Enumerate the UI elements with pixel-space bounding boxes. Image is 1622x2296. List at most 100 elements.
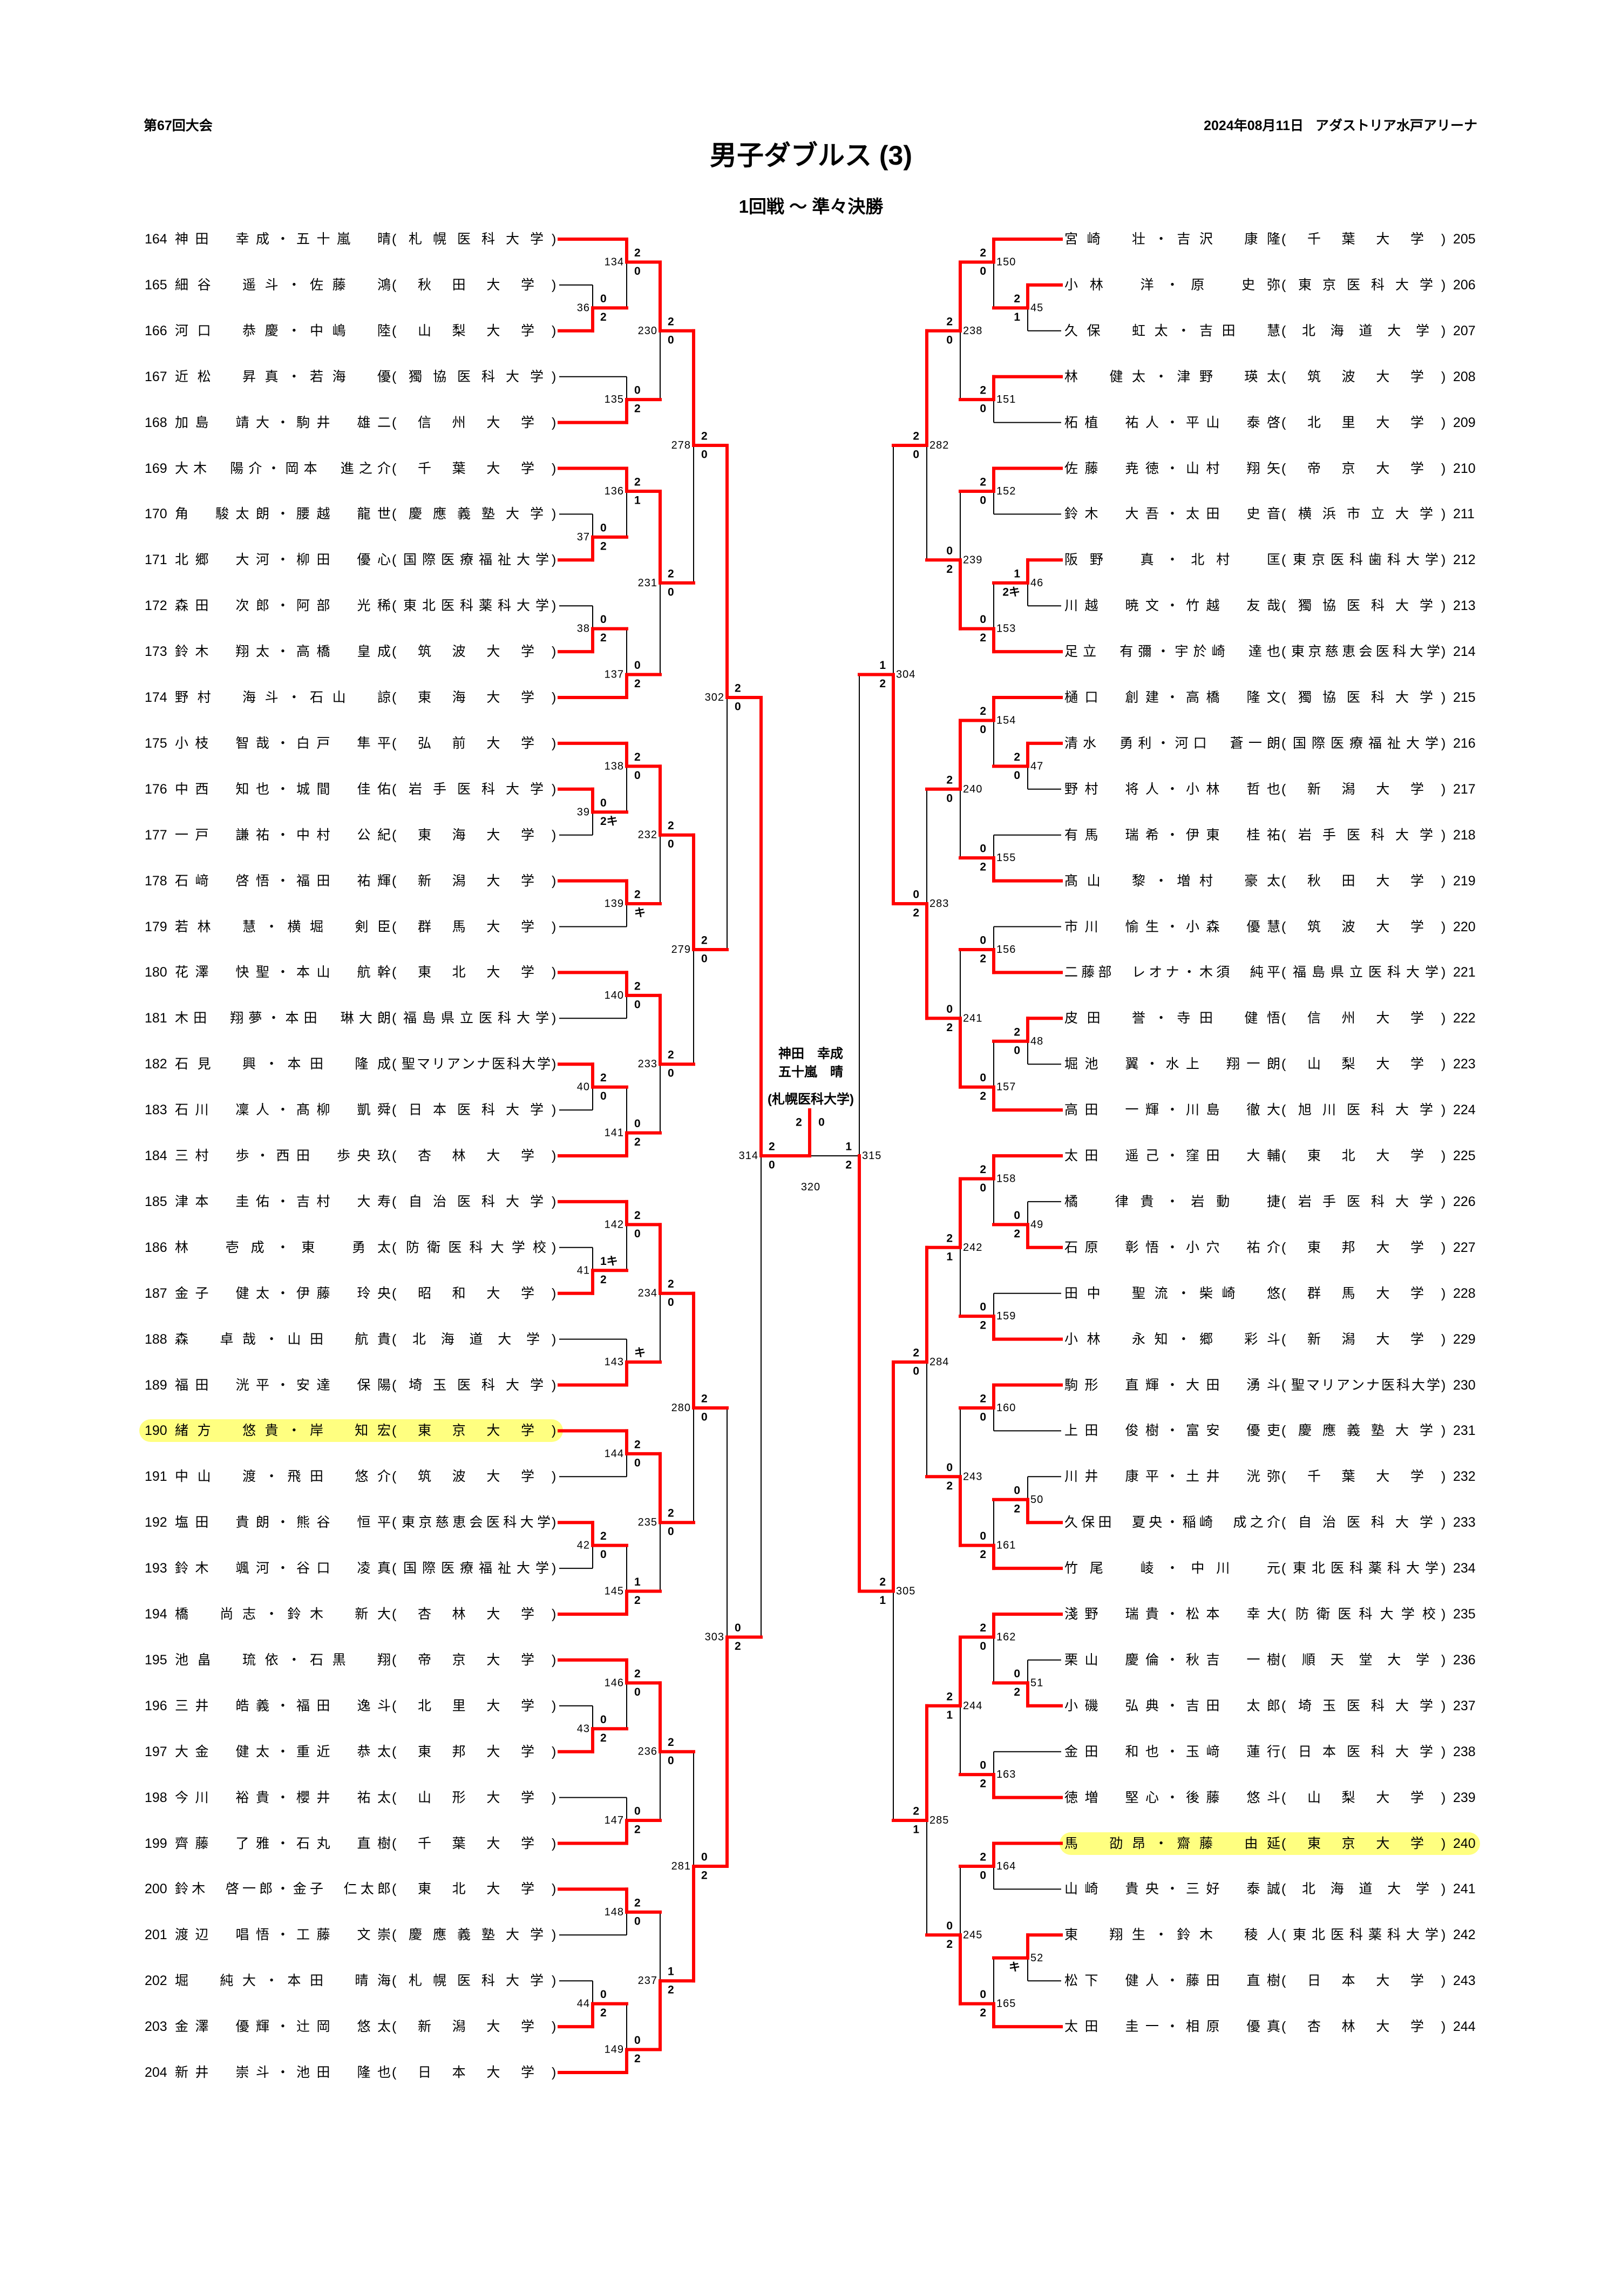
player-pair: 林 壱成・東 勇太 bbox=[175, 1237, 391, 1258]
match-score-top: 0 bbox=[980, 1988, 986, 2001]
player-1-name: 石見 興 bbox=[175, 1056, 265, 1072]
match-number: 160 bbox=[996, 1402, 1016, 1414]
match-number: 234 bbox=[638, 1288, 657, 1299]
paren-open-text: ( bbox=[392, 919, 397, 934]
final-character: 学 bbox=[521, 1652, 535, 1668]
entry-number: 168 bbox=[145, 412, 173, 434]
match-score-bottom: 0 bbox=[668, 838, 674, 850]
player-1-name: 木田 翔夢 bbox=[175, 1011, 267, 1026]
player-names: 塩田 貴朗・熊谷 恒平 bbox=[175, 1512, 391, 1533]
entry-number: 176 bbox=[145, 778, 173, 800]
university: 岩手医科大学 bbox=[401, 778, 552, 800]
match-number: 49 bbox=[1030, 1218, 1043, 1230]
match-number: 245 bbox=[963, 1929, 982, 1941]
champion-player-2: 五十嵐 晴 bbox=[778, 1065, 843, 1080]
match-score-top: 1 bbox=[634, 1576, 641, 1588]
paren-close-text: ) bbox=[552, 1377, 556, 1393]
match-number: 142 bbox=[605, 1218, 624, 1230]
match-score-top: 2 bbox=[913, 1805, 919, 1818]
final-character: 諒 bbox=[377, 690, 391, 705]
entry-number-text: 168 bbox=[145, 415, 167, 430]
match-score-bottom: 0 bbox=[668, 1526, 674, 1538]
entry-number-text: 166 bbox=[145, 323, 167, 338]
final-character: 学 bbox=[535, 552, 549, 568]
pair-separator: ・ bbox=[276, 735, 296, 751]
paren-close-text: ) bbox=[552, 965, 556, 980]
university-name: 山梨大学 bbox=[418, 323, 535, 338]
pair-separator: ・ bbox=[287, 690, 310, 705]
paren-open-text: ( bbox=[392, 1652, 397, 1668]
player-names: 大木 陽介・岡本 進之介 bbox=[175, 458, 391, 479]
match-score-bottom: 2 bbox=[634, 403, 641, 415]
player-pair: 橋 尚志・鈴木 新大 bbox=[175, 1603, 391, 1625]
player-1-name: 河口 恭慶 bbox=[175, 323, 288, 338]
match-score-bottom: 2 bbox=[634, 2053, 641, 2065]
paren-open: ( bbox=[392, 1512, 399, 1533]
match-number: 303 bbox=[705, 1631, 724, 1643]
university: 筑波大学 bbox=[401, 1466, 552, 1487]
match-score-bottom: 2 bbox=[1014, 1502, 1020, 1515]
match-score-top: 0 bbox=[946, 1920, 953, 1932]
match-number: 47 bbox=[1030, 760, 1043, 772]
final-character: 学 bbox=[521, 735, 535, 751]
paren-close-text: ) bbox=[552, 827, 556, 843]
pair-separator: ・ bbox=[264, 1469, 288, 1485]
match-number: 147 bbox=[605, 1814, 624, 1826]
paren-close: ) bbox=[552, 274, 559, 296]
page-title: 男子ダブルス (3) bbox=[710, 140, 912, 171]
match-score-top: 2 bbox=[980, 1851, 986, 1863]
match-score-bottom: 2 bbox=[600, 632, 607, 644]
player-names: 細谷 遥斗・佐藤 鴻 bbox=[175, 274, 391, 296]
entry-number-text: 188 bbox=[145, 1331, 167, 1347]
paren-open-text: ( bbox=[392, 644, 397, 660]
university-name: 日本医科大学 bbox=[409, 1102, 544, 1118]
final-character: 介 bbox=[377, 1469, 391, 1485]
player-2-name: 本田 琳大朗 bbox=[285, 1011, 391, 1026]
paren-close: ) bbox=[552, 778, 559, 800]
paren-open-text: ( bbox=[392, 277, 397, 293]
match-number: 159 bbox=[996, 1310, 1016, 1322]
match-number: 153 bbox=[996, 623, 1016, 635]
paren-open: ( bbox=[392, 1145, 399, 1167]
match-score-top: 2 bbox=[913, 430, 919, 443]
match-score-bottom: 2 bbox=[600, 2007, 607, 2019]
player-1-name: 若林 慧 bbox=[175, 919, 265, 934]
match-score-bottom: 0 bbox=[634, 1915, 641, 1927]
match-number: 141 bbox=[605, 1127, 624, 1139]
match-score-bottom: 0 bbox=[946, 792, 953, 804]
university-name: 帝京大学 bbox=[418, 1652, 535, 1668]
player-names: 鈴木 翔太・高橋 皇成 bbox=[175, 641, 391, 662]
match-score-top: 2 bbox=[980, 705, 986, 717]
player-2-name: 鈴木 新大 bbox=[287, 1607, 391, 1622]
player-names: 石川 凜人・髙柳 凱舜 bbox=[175, 1099, 391, 1121]
paren-open-text: ( bbox=[392, 232, 397, 247]
match-score-bottom: 1 bbox=[1014, 311, 1020, 323]
university: 新潟大学 bbox=[401, 870, 552, 892]
match-number: 242 bbox=[963, 1242, 982, 1254]
match-score-bottom: 2 bbox=[980, 952, 986, 965]
final-character: 学 bbox=[526, 1331, 540, 1347]
paren-close-text: ) bbox=[552, 644, 556, 660]
paren-close: ) bbox=[552, 1374, 559, 1396]
match-score-bottom: 2 bbox=[980, 1778, 986, 1790]
match-number: 148 bbox=[605, 1906, 624, 1918]
match-score-bottom: 0 bbox=[701, 1411, 708, 1423]
match-number: 233 bbox=[638, 1058, 657, 1070]
match-number: 305 bbox=[896, 1586, 915, 1597]
player-1-name: 中山 渡 bbox=[175, 1469, 265, 1485]
final-character: 介 bbox=[377, 460, 391, 476]
player-names: 金子 健太・伊藤 玲央 bbox=[175, 1283, 391, 1304]
paren-close-text: ) bbox=[552, 873, 556, 889]
paren-open: ( bbox=[392, 549, 399, 571]
paren-close-text: ) bbox=[552, 323, 556, 338]
match-score-top: 0 bbox=[1014, 1668, 1020, 1680]
match-score-bottom: 0 bbox=[1014, 769, 1020, 782]
match-score-top: 0 bbox=[980, 843, 986, 855]
match-number: 45 bbox=[1030, 302, 1043, 314]
player-pair: 加島 靖大・駒井 雄二 bbox=[175, 412, 391, 434]
player-pair: 一戸 謙祐・中村 公紀 bbox=[175, 824, 391, 846]
match-score-bottom: 0 bbox=[668, 1296, 674, 1309]
